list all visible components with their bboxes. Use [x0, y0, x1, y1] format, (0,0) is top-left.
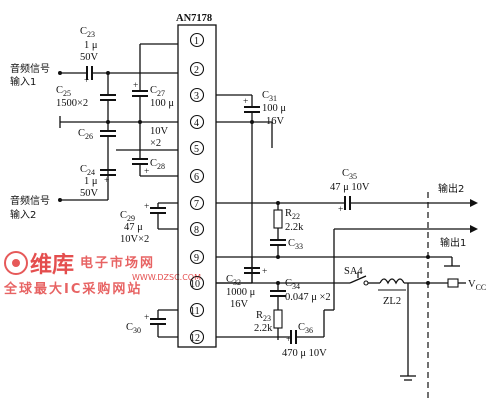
- svg-text:2.2k: 2.2k: [285, 222, 304, 233]
- svg-text:470 μ 10V: 470 μ 10V: [282, 348, 327, 359]
- input-2: 音频信号 输入2: [10, 194, 50, 221]
- svg-text:100 μ: 100 μ: [150, 98, 174, 109]
- watermark-brand: 维库: [30, 252, 74, 278]
- capacitor-c36: + C36 470 μ 10V: [282, 322, 327, 359]
- vcc-label: VCC: [468, 279, 486, 292]
- svg-text:R22: R22: [285, 208, 300, 221]
- inductor-zl2: ZL2: [378, 278, 406, 307]
- capacitor-c25: C25 1500×2: [56, 85, 116, 109]
- svg-text:C36: C36: [298, 322, 313, 335]
- svg-text:C34: C34: [285, 278, 300, 291]
- svg-text:9: 9: [194, 253, 199, 264]
- svg-text:7: 7: [194, 199, 199, 210]
- switch-sa4: SA4: [344, 266, 369, 286]
- output-2-label: 输出2: [438, 182, 464, 195]
- svg-text:+: +: [286, 335, 291, 345]
- svg-text:输入2: 输入2: [10, 208, 36, 221]
- svg-text:C25: C25: [56, 85, 71, 98]
- capacitor-c28: + C28: [132, 158, 165, 177]
- watermark: 维库 电子市场网 WWW.DZSC.COM 全球最大IC采购网站: [3, 251, 201, 297]
- svg-text:+: +: [338, 205, 343, 215]
- watermark-url: WWW.DZSC.COM: [132, 273, 201, 282]
- svg-text:音频信号: 音频信号: [10, 194, 50, 207]
- svg-text:12: 12: [190, 333, 200, 344]
- watermark-slogan: 全球最大IC采购网站: [3, 281, 142, 297]
- svg-text:+: +: [144, 202, 149, 212]
- svg-text:5: 5: [194, 144, 199, 155]
- ic-body: [177, 24, 217, 348]
- svg-text:16V: 16V: [266, 116, 285, 127]
- svg-text:47 μ 10V: 47 μ 10V: [330, 182, 370, 193]
- svg-text:+: +: [262, 267, 267, 277]
- capacitor-c26: C26: [78, 128, 116, 141]
- svg-text:+: +: [144, 313, 149, 323]
- svg-text:音频信号: 音频信号: [10, 62, 50, 75]
- svg-text:+: +: [144, 167, 149, 177]
- svg-text:+: +: [243, 97, 248, 107]
- pin-list: 1 2 3 4 5 6 7 8 9 10 11 12: [189, 32, 205, 345]
- svg-text:输入1: 输入1: [10, 75, 36, 88]
- svg-text:1 μ: 1 μ: [84, 40, 98, 51]
- capacitor-c27: + C27 100 μ: [132, 81, 174, 109]
- svg-text:C27: C27: [150, 85, 165, 98]
- cap-rating-10v: 10V: [150, 126, 169, 137]
- svg-text:+: +: [133, 81, 138, 91]
- svg-text:C26: C26: [78, 128, 93, 141]
- svg-text:+: +: [84, 76, 89, 86]
- svg-text:100 μ: 100 μ: [262, 103, 286, 114]
- svg-text:0.047 μ ×2: 0.047 μ ×2: [285, 292, 331, 303]
- svg-text:6: 6: [194, 172, 199, 183]
- capacitor-c31: + C31 100 μ 16V: [243, 90, 286, 127]
- svg-text:+: +: [104, 176, 109, 186]
- svg-text:47 μ: 47 μ: [124, 222, 143, 233]
- svg-text:C28: C28: [150, 158, 165, 171]
- svg-text:2: 2: [194, 65, 199, 76]
- input-1: 音频信号 输入1: [10, 62, 50, 88]
- watermark-logo-icon: [4, 251, 28, 275]
- svg-text:ZL2: ZL2: [383, 296, 401, 307]
- capacitor-c30: + C30: [126, 313, 166, 335]
- svg-text:C33: C33: [288, 238, 303, 251]
- ic-title: AN7178: [176, 13, 212, 24]
- capacitor-c33: C33: [270, 238, 303, 251]
- capacitor-c32: + C32 1000 μ 16V: [226, 267, 267, 310]
- capacitor-c35: + C35 47 μ 10V: [330, 168, 370, 215]
- ic-an7178: AN7178 1 2 3 4 5 6 7 8 9 10 11 12: [176, 13, 217, 348]
- svg-text:×2: ×2: [150, 138, 161, 149]
- svg-text:8: 8: [194, 225, 199, 236]
- svg-text:10V×2: 10V×2: [120, 234, 149, 245]
- svg-text:50V: 50V: [80, 188, 99, 199]
- svg-text:C30: C30: [126, 322, 141, 335]
- svg-text:1 μ: 1 μ: [84, 176, 98, 187]
- svg-text:C23: C23: [80, 26, 95, 39]
- svg-text:1000 μ: 1000 μ: [226, 287, 256, 298]
- capacitor-c23: + C23 1 μ 50V: [80, 26, 99, 86]
- capacitor-c34: C34 0.047 μ ×2: [270, 278, 331, 303]
- svg-text:2.2k: 2.2k: [254, 323, 273, 334]
- svg-text:1500×2: 1500×2: [56, 98, 88, 109]
- svg-text:1: 1: [194, 36, 199, 47]
- watermark-suffix: 电子市场网: [80, 255, 155, 271]
- output-1-label: 输出1: [440, 236, 466, 249]
- svg-text:10: 10: [190, 279, 200, 290]
- svg-text:C24: C24: [80, 164, 95, 177]
- svg-text:3: 3: [194, 91, 199, 102]
- svg-text:C35: C35: [342, 168, 357, 181]
- svg-text:4: 4: [194, 118, 199, 129]
- svg-text:C29: C29: [120, 210, 135, 223]
- svg-text:C32: C32: [226, 274, 241, 287]
- svg-text:R23: R23: [256, 310, 271, 323]
- svg-text:C31: C31: [262, 90, 277, 103]
- svg-text:11: 11: [190, 306, 200, 317]
- svg-text:SA4: SA4: [344, 266, 363, 277]
- capacitor-c29: + C29 47 μ 10V×2: [120, 202, 166, 245]
- capacitor-c24: + C24 1 μ 50V: [80, 164, 116, 199]
- svg-text:50V: 50V: [80, 52, 99, 63]
- svg-text:16V: 16V: [230, 299, 249, 310]
